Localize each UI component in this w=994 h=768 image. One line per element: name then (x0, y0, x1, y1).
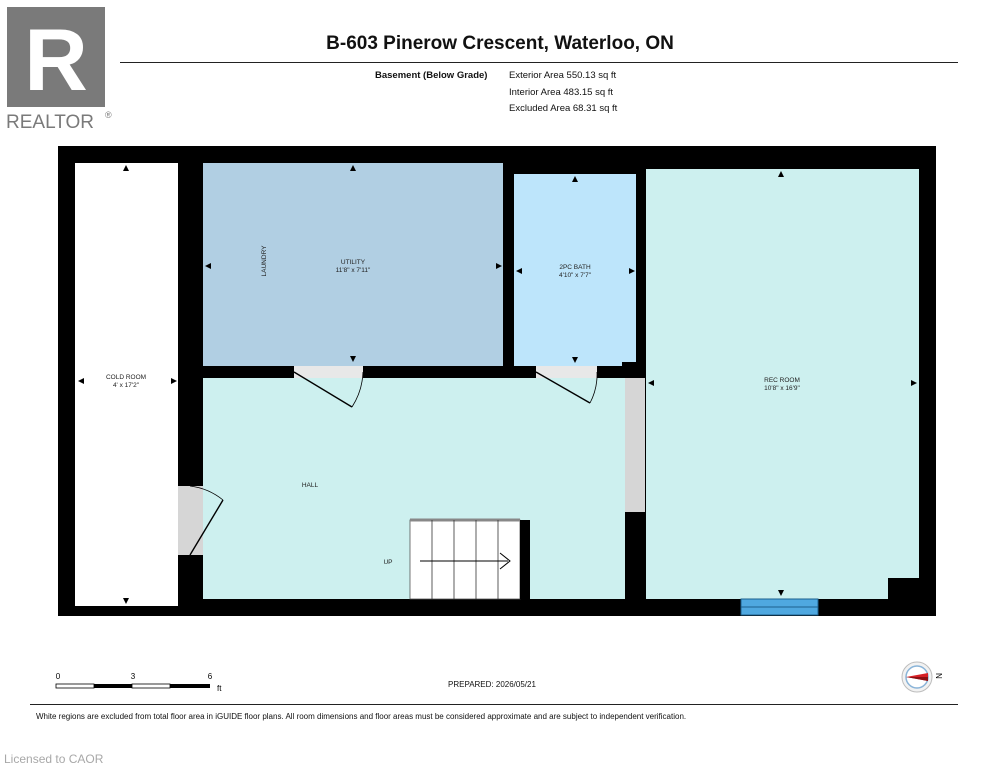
cold-room (75, 163, 178, 606)
room-dims-rec: 10'8" x 16'9" (764, 385, 800, 392)
excluded-area: Excluded Area 68.31 sq ft (509, 103, 618, 114)
logo-mark: ® (105, 110, 112, 120)
logo-text: REALTOR (6, 112, 94, 133)
room-name-cold: COLD ROOM (106, 374, 146, 381)
cold-room-door (189, 499, 224, 556)
logo-letter: R (24, 10, 88, 109)
prepared-date: PREPARED: 2026/05/21 (448, 680, 536, 689)
utility-door-gap (294, 366, 363, 378)
floor-label: Basement (Below Grade) (375, 70, 488, 81)
room-name-utility: UTILITY (341, 259, 366, 266)
bath-door-gap (536, 366, 597, 378)
bath-room (514, 174, 636, 366)
scale-bar (55, 683, 210, 689)
license-text: Licensed to CAOR (4, 752, 104, 766)
room-dims-cold: 4' x 17'2" (113, 382, 140, 389)
utility-door (293, 371, 353, 408)
compass-icon (901, 661, 933, 693)
stairs-label: UP (383, 559, 392, 566)
cold-room-door-gap (178, 486, 203, 555)
rec-room (646, 169, 919, 599)
laundry-label: LAUNDRY (261, 245, 268, 277)
room-name-bath: 2PC BATH (559, 264, 591, 271)
scale-tick-6: 6 (208, 672, 213, 681)
scale-tick-0: 0 (56, 672, 61, 681)
room-name-rec: REC ROOM (764, 377, 800, 384)
utility-room (203, 163, 503, 366)
rec-room-opening (625, 378, 645, 512)
stairs (409, 519, 521, 600)
room-dims-bath: 4'10" x 7'7" (559, 272, 592, 279)
scale-unit: ft (217, 684, 222, 693)
room-name-hall: HALL (302, 482, 319, 489)
interior-area: Interior Area 483.15 sq ft (509, 87, 614, 98)
footer-divider (30, 704, 958, 705)
corner-post (888, 578, 919, 600)
exterior-area: Exterior Area 550.13 sq ft (509, 70, 617, 81)
scale-tick-3: 3 (131, 672, 136, 681)
compass-label: N (934, 673, 943, 679)
page-title: B-603 Pinerow Crescent, Waterloo, ON (326, 33, 674, 54)
title-divider (120, 62, 958, 63)
disclaimer-text: White regions are excluded from total fl… (36, 712, 687, 721)
room-dims-utility: 11'8" x 7'11" (336, 267, 371, 274)
bath-door (535, 371, 591, 404)
realtor-logo: R REALTOR ® (6, 7, 112, 133)
